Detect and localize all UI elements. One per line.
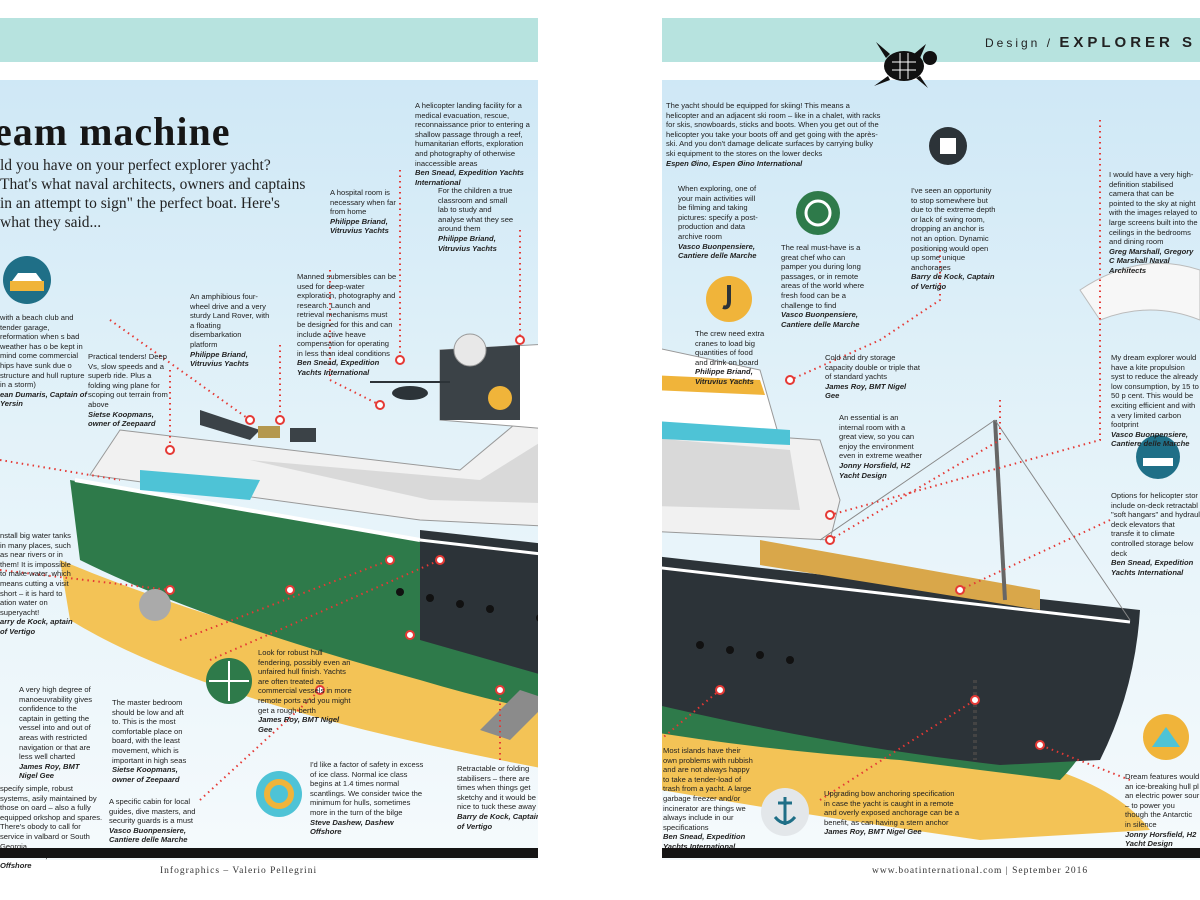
bottom-rule-right <box>662 848 1200 858</box>
callout-skiing: The yacht should be equipped for skiing!… <box>666 101 881 168</box>
callout-rubbish: Most islands have their own problems wit… <box>663 746 753 851</box>
ice-icon <box>1143 714 1189 760</box>
fendering-icon <box>206 658 252 704</box>
callout-helipad: A helicopter landing facility for a medi… <box>415 101 530 187</box>
callout-manoeuvrability: A very high degree of manoeuvrability gi… <box>19 685 93 781</box>
callout-anchoring: I've seen an opportunity to stop somewhe… <box>911 186 996 291</box>
callout-heli-storage: Options for helicopter stor include on-d… <box>1111 491 1200 577</box>
callout-beach-club: with a beach club and tender garage, ref… <box>0 313 87 409</box>
section-title: EXPLORER S <box>1059 34 1197 51</box>
turtle-icon <box>874 42 937 88</box>
callout-cranes: The crew need extra cranes to load big q… <box>695 329 765 386</box>
footer-credit: Infographics – Valerio Pellegrini <box>160 866 318 876</box>
anchor-icon <box>761 788 809 836</box>
callout-tenders: Practical tenders! Deep Vs, slow speeds … <box>88 352 168 429</box>
callout-kite: My dream explorer would have a kite prop… <box>1111 353 1199 449</box>
callout-land-rover: An amphibious four-wheel drive and a ver… <box>190 292 270 369</box>
callout-internal-room: An essential is an internal room with a … <box>839 413 923 480</box>
callout-water-tanks: nstall big water tanks in many places, s… <box>0 531 73 636</box>
section-label: Design / <box>985 36 1054 50</box>
callout-cold-storage: Cold and dry storage capacity double or … <box>825 353 920 401</box>
callout-children: For the children a true classroom and sm… <box>438 186 514 253</box>
section-header: Design / EXPLORER S <box>985 34 1196 51</box>
bottom-rule-left <box>0 848 538 858</box>
lifebuoy-icon <box>256 771 302 817</box>
callout-ice-breaking: Dream features would an ice-breaking hul… <box>1125 772 1200 849</box>
callout-ice: I'd like a factor of safety in excess of… <box>310 760 424 837</box>
callout-stabilisers: Retractable or folding stabilisers – the… <box>457 764 541 831</box>
wheel-icon <box>796 191 840 235</box>
footer-url-date: www.boatinternational.com | September 20… <box>872 866 1089 876</box>
helicopter-storage-icon <box>1136 435 1180 479</box>
callout-filming: When exploring, one of your main activit… <box>678 184 758 261</box>
callout-camera: I would have a very high-definition stab… <box>1109 170 1198 275</box>
intro-paragraph: ld you have on your perfect explorer yac… <box>0 157 306 231</box>
callout-cabin: A specific cabin for local guides, dive … <box>109 797 196 845</box>
crane-hook-icon <box>706 276 752 322</box>
callout-bow-anchor: Upgrading bow anchoring specification in… <box>824 789 960 837</box>
callout-hospital: A hospital room is necessary when far fr… <box>330 188 396 236</box>
callout-chef: The real must-have is a great chef who c… <box>781 243 865 329</box>
page-title: eam machine <box>0 109 231 154</box>
callout-submersibles: Manned submersibles can be used for deep… <box>297 272 397 377</box>
dynamic-positioning-icon <box>929 127 967 165</box>
page-gutter <box>538 0 662 900</box>
callout-fendering: Look for robust hull fendering, possibly… <box>258 648 352 734</box>
callout-bedroom: The master bedroom should be low and aft… <box>112 698 187 784</box>
beach-club-icon <box>3 256 51 304</box>
